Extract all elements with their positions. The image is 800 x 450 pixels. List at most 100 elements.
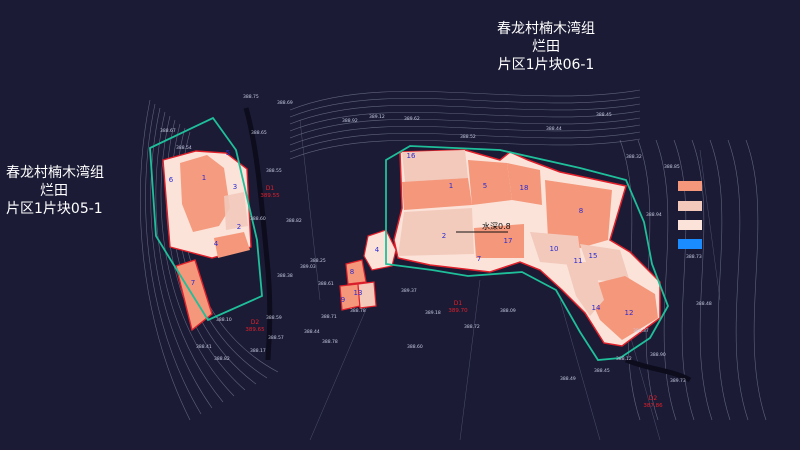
elevation-label: 388.82 <box>286 218 302 224</box>
parcel-right-18 <box>507 163 542 205</box>
elevation-label: 388.10 <box>216 317 232 323</box>
contour-line <box>691 139 713 421</box>
parcel-left-2 <box>214 232 250 258</box>
contour-line <box>145 103 202 415</box>
elevation-label: 388.54 <box>176 145 192 151</box>
parcel-number: 2 <box>237 223 241 231</box>
parcel-number: 8 <box>579 207 583 215</box>
elevation-label: 388.75 <box>243 94 259 100</box>
crop-type: 烂田 <box>532 39 560 55</box>
elevation-label: 388.78 <box>350 308 366 314</box>
elevation-label: 388.59 <box>266 315 282 321</box>
parcel-mid-8 <box>345 259 367 285</box>
contour-line <box>289 131 641 153</box>
ditches <box>243 107 692 383</box>
boundary-right <box>385 145 669 361</box>
water-depth-label: 水深0.8 <box>482 221 511 231</box>
survey-lines <box>299 119 721 441</box>
contour-line <box>170 123 257 385</box>
middle-parcels <box>339 229 397 311</box>
block-title-left: 春龙村楠木湾组 烂田 片区1片块05-1 <box>6 164 104 218</box>
parcel-right-14 <box>585 276 658 340</box>
contour-line <box>140 99 191 421</box>
village-name: 春龙村楠木湾组 <box>497 21 595 37</box>
contour-line <box>289 96 641 118</box>
elevation-label: 388.69 <box>277 100 293 106</box>
parcel-number: 14 <box>592 304 601 312</box>
elevation-label: 388.17 <box>250 348 266 354</box>
elevation-label: 388.60 <box>250 216 266 222</box>
contour-line <box>745 139 767 421</box>
survey-line <box>699 149 721 301</box>
elevation-label: 388.73 <box>686 254 702 260</box>
left-block-parcels <box>162 150 252 332</box>
survey-point-elevation: 389.70 <box>448 308 468 314</box>
survey-line <box>299 119 321 301</box>
survey-line <box>459 279 481 441</box>
survey-point-elevation: 387.86 <box>643 403 663 409</box>
boundaries <box>149 116 669 361</box>
parcel-left-3 <box>224 192 248 230</box>
parcel-right-ext <box>566 262 604 316</box>
elevation-label: 388.44 <box>546 126 562 132</box>
parcel-number: 12 <box>625 309 634 317</box>
right-block-parcels <box>393 149 661 347</box>
survey-point-code: D2 <box>251 319 260 326</box>
legend-swatch-1 <box>678 181 702 191</box>
elevation-label: 388.55 <box>266 168 282 174</box>
parcel-left-7 <box>175 259 213 332</box>
elevation-label: 388.37 <box>633 328 649 334</box>
elevation-label: 388.67 <box>160 128 176 134</box>
water-depth-marker: 水深0.8 <box>456 221 511 233</box>
elevation-label: 388.60 <box>407 344 423 350</box>
parcel-number: 13 <box>354 289 363 297</box>
elevation-label: 389.18 <box>425 310 441 316</box>
parcel-number: 4 <box>214 240 219 248</box>
contour-line <box>289 103 641 125</box>
elevation-label: 388.12 <box>616 356 632 362</box>
contour-line <box>150 107 213 409</box>
survey-line <box>309 299 371 441</box>
parcel-number: 17 <box>504 237 513 245</box>
elevation-label: 388.57 <box>268 335 284 341</box>
ditch-right <box>625 357 692 383</box>
elevation-label: 388.61 <box>318 281 334 287</box>
contour-line <box>727 139 749 421</box>
parcel-number: 8 <box>350 268 354 276</box>
parcel-number: 7 <box>477 255 481 263</box>
elevation-label: 389.37 <box>401 288 417 294</box>
survey-point-code: D1 <box>454 300 463 307</box>
parcel-number: 4 <box>375 246 380 254</box>
contour-line <box>709 139 731 421</box>
contour-line <box>655 139 677 421</box>
legend-swatch-3 <box>678 220 702 230</box>
elevation-label: 388.48 <box>696 301 712 307</box>
contour-line <box>160 115 235 397</box>
elevation-label: 388.72 <box>464 324 480 330</box>
elevation-label: 388.09 <box>500 308 516 314</box>
elevation-label: 388.52 <box>460 134 476 140</box>
parcel-right-5 <box>468 160 512 205</box>
elevation-label: 388.45 <box>594 368 610 374</box>
parcel-number: 15 <box>589 252 598 260</box>
survey-point-elevation: 389.65 <box>245 327 265 333</box>
parcel-number: 2 <box>442 232 446 240</box>
legend-swatch-2 <box>678 201 702 211</box>
block-code: 片区1片块06-1 <box>497 57 595 73</box>
elevation-label: 388.85 <box>664 164 680 170</box>
parcel-number: 18 <box>520 184 529 192</box>
elevation-label: 388.82 <box>214 356 230 362</box>
elevation-label: 389.12 <box>369 114 385 120</box>
elevation-label: 388.94 <box>646 212 662 218</box>
elevation-label: 388.92 <box>342 118 358 124</box>
parcel-left-1-crop <box>180 155 230 232</box>
parcel-number: 5 <box>483 182 487 190</box>
